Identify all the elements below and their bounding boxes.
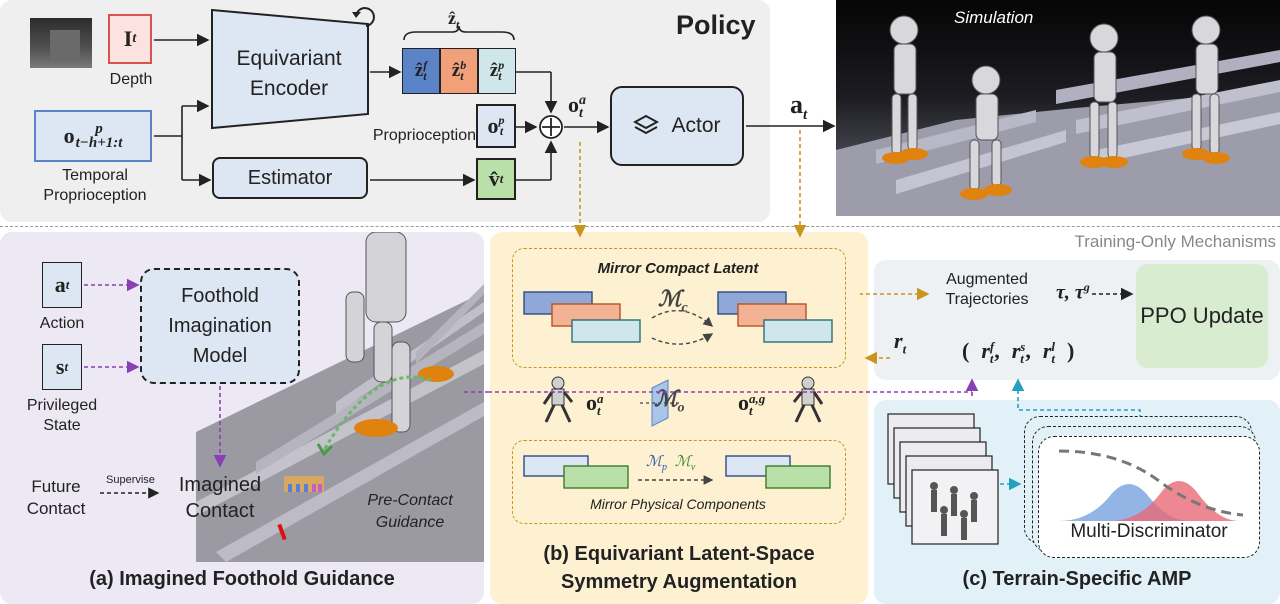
augmented-label: Augmented Trajectories xyxy=(945,271,1029,308)
action-label-a: Action xyxy=(39,315,85,332)
concat-plus-icon xyxy=(539,115,563,139)
mirror-compact-box xyxy=(512,248,846,368)
policy-title: Policy xyxy=(676,10,756,40)
z-hat-brace xyxy=(403,26,515,41)
simulation-image: Simulation xyxy=(836,0,1280,216)
disc-front: Multi-Discriminator xyxy=(1038,436,1260,558)
supervise-label: Supervise xyxy=(106,474,155,486)
layers-icon xyxy=(633,114,660,135)
training-only-label: Training-Only Mechanisms xyxy=(1074,232,1276,251)
encoder-label: Equivariant Encoder xyxy=(236,47,342,100)
imagined-contact-label: Imagined Contact xyxy=(178,474,262,522)
mirror-physical-box xyxy=(512,440,846,524)
mirror-compact-label: Mirror Compact Latent xyxy=(597,260,759,277)
action-label: at xyxy=(790,90,808,124)
panel-b-title: (b) Equivariant Latent-Space Symmetry Au… xyxy=(543,543,815,593)
state-label: Privileged State xyxy=(26,397,98,434)
velocity-box: v̂t xyxy=(476,158,516,200)
distribution-curves xyxy=(1058,449,1244,521)
depth-image xyxy=(30,18,92,68)
foothold-model-box: Foothold Imagination Model xyxy=(140,268,300,384)
proprio-label: Proprioception xyxy=(372,127,476,144)
estimator-box: Estimator xyxy=(212,157,368,199)
pre-contact-label: Pre-Contact Guidance xyxy=(367,492,453,531)
z-hat-label: ẑt xyxy=(448,8,460,32)
simulation-label: Simulation xyxy=(954,8,1034,27)
panel-a-title: (a) Imagined Foothold Guidance xyxy=(89,568,395,590)
stairs-robot-image xyxy=(196,232,484,562)
mp-mv-label: ℳp ℳv xyxy=(646,454,696,473)
policy-arrows xyxy=(154,33,836,238)
ppo-box: PPO Update xyxy=(1136,264,1268,368)
panel-a-arrows xyxy=(84,278,488,499)
actor-box: Actor xyxy=(610,86,744,166)
encoder-shape xyxy=(211,8,369,130)
mirror-physical-label: Mirror Physical Components xyxy=(590,496,766,512)
mc-label: ℳc xyxy=(658,286,688,316)
panel-c-title: (c) Terrain-Specific AMP xyxy=(962,568,1192,590)
robot-right-icon xyxy=(792,376,824,423)
separator-line xyxy=(0,226,1280,227)
temporal-label: Temporal Proprioception xyxy=(43,167,147,204)
reward-label: rt xyxy=(894,328,907,357)
mirror-physical-diagram xyxy=(523,455,831,489)
future-contact-label: Future Contact xyxy=(26,477,86,518)
tau-label: τ, τg xyxy=(1056,280,1090,304)
mirror-compact-diagram xyxy=(523,291,833,345)
depth-label: Depth xyxy=(109,71,153,88)
trajectory-frames xyxy=(887,413,999,545)
encoder-loop-arrow xyxy=(352,7,375,27)
robot-left-icon xyxy=(542,376,574,423)
purple-link-arrow xyxy=(488,391,972,393)
multi-disc-label: Multi-Discriminator xyxy=(1070,521,1228,542)
